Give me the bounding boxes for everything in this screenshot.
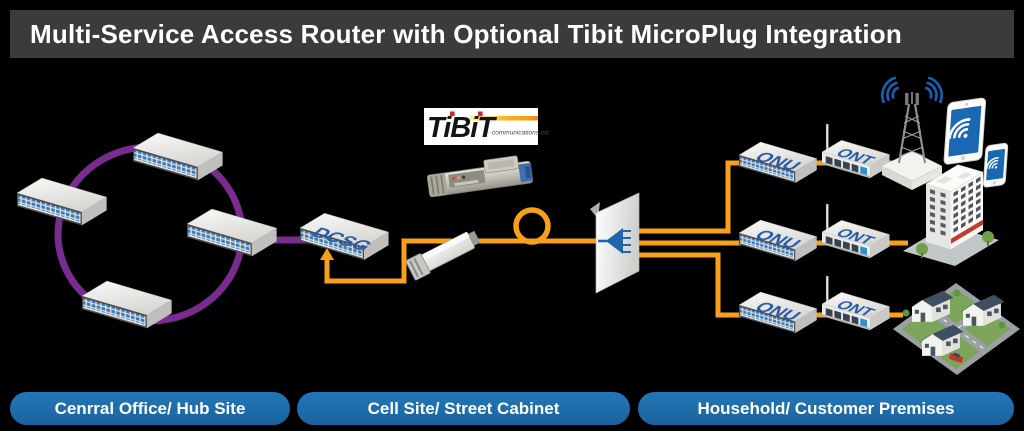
ont-row-top: ONT [820,123,891,180]
fiber-loop-icon [513,207,551,245]
zone-label-household: Household/ Customer Premises [638,392,1014,425]
tree-icon [902,309,910,317]
logo-tagline-text: communications inc [492,130,550,137]
logo-i-dot [450,111,455,117]
title-bar: Multi-Service Access Router with Optiona… [10,10,1014,58]
ring-switch-icon [132,132,224,181]
onu-row-top: ONU [738,141,818,184]
zone-label-central-office: Cenrral Office/ Hub Site [10,392,290,425]
building-awning [951,219,983,244]
uplink-arrow-icon [320,248,334,260]
zone-labels: Cenrral Office/ Hub Site Cell Site/ Stre… [0,392,1024,425]
ring-switch-icon [81,280,173,329]
ont-row-bottom: ONT [820,275,891,332]
logo-swoosh [470,116,538,121]
optical-splitter-icon [590,192,640,294]
page-title: Multi-Service Access Router with Optiona… [30,18,902,49]
cell-tower-icon [880,76,944,190]
ont-row-middle: ONT [820,203,891,260]
microplug-photo [426,155,534,198]
car-icon [948,352,964,363]
zone-label-text: Cell Site/ Street Cabinet [367,398,560,418]
radio-waves-left-icon [880,76,899,104]
ring-switch-icon [186,208,278,257]
smartphone-icon [982,142,1009,188]
dcsg-router-icon: DCSG [299,212,389,261]
zone-label-cell-site: Cell Site/ Street Cabinet [297,392,630,425]
zone-label-text: Household/ Customer Premises [697,398,955,418]
onu-row-bottom: ONU [738,291,818,334]
logo-i-dot [478,111,483,117]
tree-icon [998,321,1006,329]
radio-waves-right-icon [925,76,944,104]
onu-row-middle: ONU [738,219,818,262]
houses-neighborhood-icon [893,283,1020,375]
tree-icon [953,289,961,297]
sfp-module-icon [405,230,481,281]
tree-icon [982,231,994,243]
tablet-icon [943,97,987,165]
ring-switch-icon [16,177,108,226]
office-building-icon [903,164,999,266]
tibit-logo: TiBiT communications inc [424,108,550,145]
zone-label-text: Cenrral Office/ Hub Site [54,398,246,418]
logo-brand-text: TiBiT [427,112,497,144]
splitter-symbol [598,228,631,254]
tree-icon [916,243,928,255]
